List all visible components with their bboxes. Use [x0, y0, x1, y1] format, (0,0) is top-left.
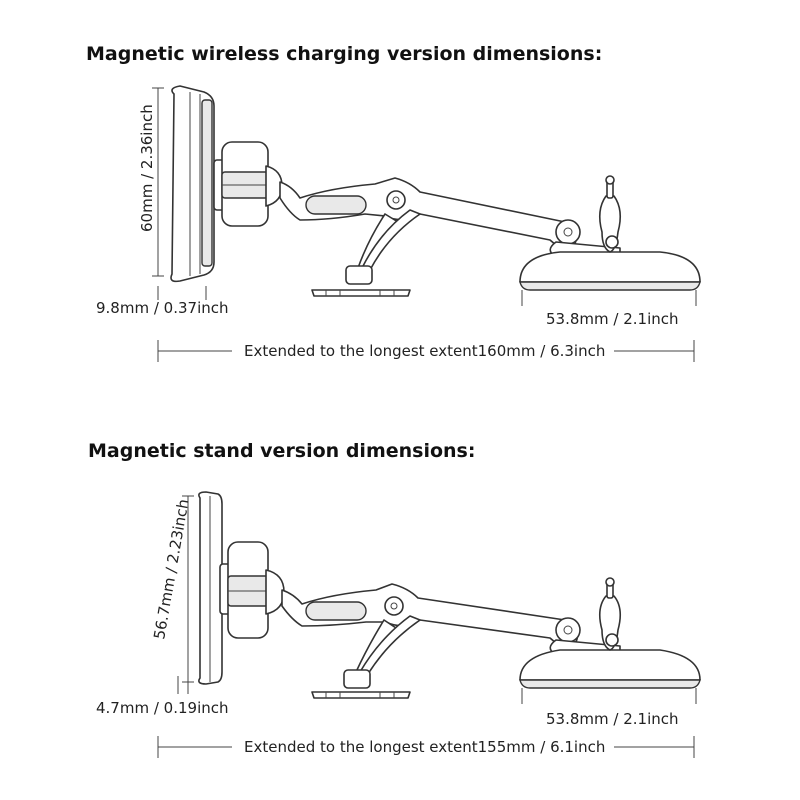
section-1-thickness-label: 9.8mm / 0.37inch: [96, 299, 229, 317]
section-2-extent-dimension: Extended to the longest extent155mm / 6.…: [157, 736, 695, 758]
section-1-title: Magnetic wireless charging version dimen…: [86, 43, 602, 65]
section-1-magnetic-pad: [170, 85, 215, 283]
section-2-magnetic-plate: [198, 491, 223, 685]
section-2-thickness-label: 4.7mm / 0.19inch: [96, 699, 229, 717]
section-2-title: Magnetic stand version dimensions:: [88, 440, 475, 462]
section-1-dash-clip: [311, 265, 411, 297]
section-1-height-label: 60mm / 2.36inch: [138, 104, 156, 232]
section-1-mount-illustration: [170, 85, 701, 297]
section-1-thickness-dimension: 9.8mm / 0.37inch: [96, 286, 229, 317]
section-2-arm: [281, 583, 581, 675]
section-1-base: [519, 175, 701, 291]
section-2-dash-clip: [311, 669, 411, 699]
section-1-height-dimension: 60mm / 2.36inch: [138, 87, 164, 277]
section-2-base: [519, 577, 701, 689]
section-1-extent-label: Extended to the longest extent160mm / 6.…: [244, 342, 605, 360]
section-1-arm: [279, 177, 581, 271]
section-2-base-label: 53.8mm / 2.1inch: [546, 710, 679, 728]
section-2-base-dimension: 53.8mm / 2.1inch: [521, 688, 697, 728]
section-2-thickness-dimension: 4.7mm / 0.19inch: [96, 676, 229, 717]
section-2-extent-label: Extended to the longest extent155mm / 6.…: [244, 738, 605, 756]
section-2-ball-joint: [219, 541, 285, 639]
section-1-base-dimension: 53.8mm / 2.1inch: [521, 290, 697, 328]
section-2-height-label: 56.7mm / 2.23inch: [150, 498, 192, 641]
section-1-base-label: 53.8mm / 2.1inch: [546, 310, 679, 328]
section-2-height-dimension: 56.7mm / 2.23inch: [150, 495, 194, 683]
section-1-ball-joint: [213, 141, 283, 227]
section-1-extent-dimension: Extended to the longest extent160mm / 6.…: [157, 340, 695, 362]
section-2-mount-illustration: [198, 491, 701, 699]
